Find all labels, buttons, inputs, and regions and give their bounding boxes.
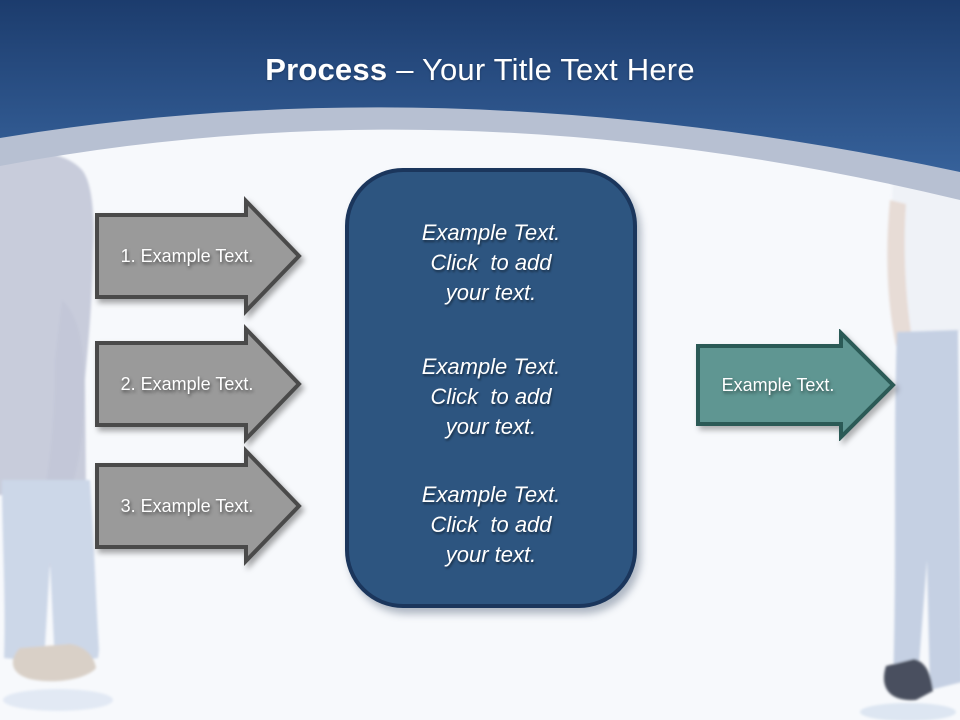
text-placeholder-2[interactable]: Example Text. Click to add your text. [349,352,633,442]
placeholder-line: Example Text. [421,482,561,507]
result-arrow-label: Example Text. [721,374,835,395]
slide-title[interactable]: Process– Your Title Text Here [0,52,960,88]
process-arrow-1-label: 1. Example Text. [120,245,254,266]
placeholder-line: Example Text. [421,354,561,379]
process-arrow-3-label: 3. Example Text. [120,495,254,516]
process-arrow-3[interactable]: 3. Example Text. [94,446,304,566]
text-placeholder-1[interactable]: Example Text. Click to add your text. [349,218,633,308]
center-text-box[interactable]: Example Text. Click to add your text. Ex… [345,168,637,608]
placeholder-line: your text. [445,280,537,305]
placeholder-line: Click to add [430,512,552,537]
placeholder-line: Click to add [430,384,552,409]
right-arrow-shape-icon [95,324,302,444]
placeholder-line: your text. [445,542,537,567]
text-placeholder-3[interactable]: Example Text. Click to add your text. [349,480,633,570]
header-curve-blue [0,0,960,172]
header-banner [0,0,960,200]
result-arrow[interactable]: Example Text. [695,329,897,441]
right-arrow-shape-icon [696,329,896,441]
process-arrow-1[interactable]: 1. Example Text. [94,196,304,316]
placeholder-line: Click to add [430,250,552,275]
process-arrow-2-label: 2. Example Text. [120,373,254,394]
right-arrow-shape-icon [95,196,302,316]
placeholder-line: your text. [445,414,537,439]
right-arrow-shape-icon [95,446,302,566]
process-arrow-2[interactable]: 2. Example Text. [94,324,304,444]
slide-title-bold: Process [265,52,388,87]
placeholder-line: Example Text. [421,220,561,245]
slide-title-rest: – Your Title Text Here [396,52,695,87]
